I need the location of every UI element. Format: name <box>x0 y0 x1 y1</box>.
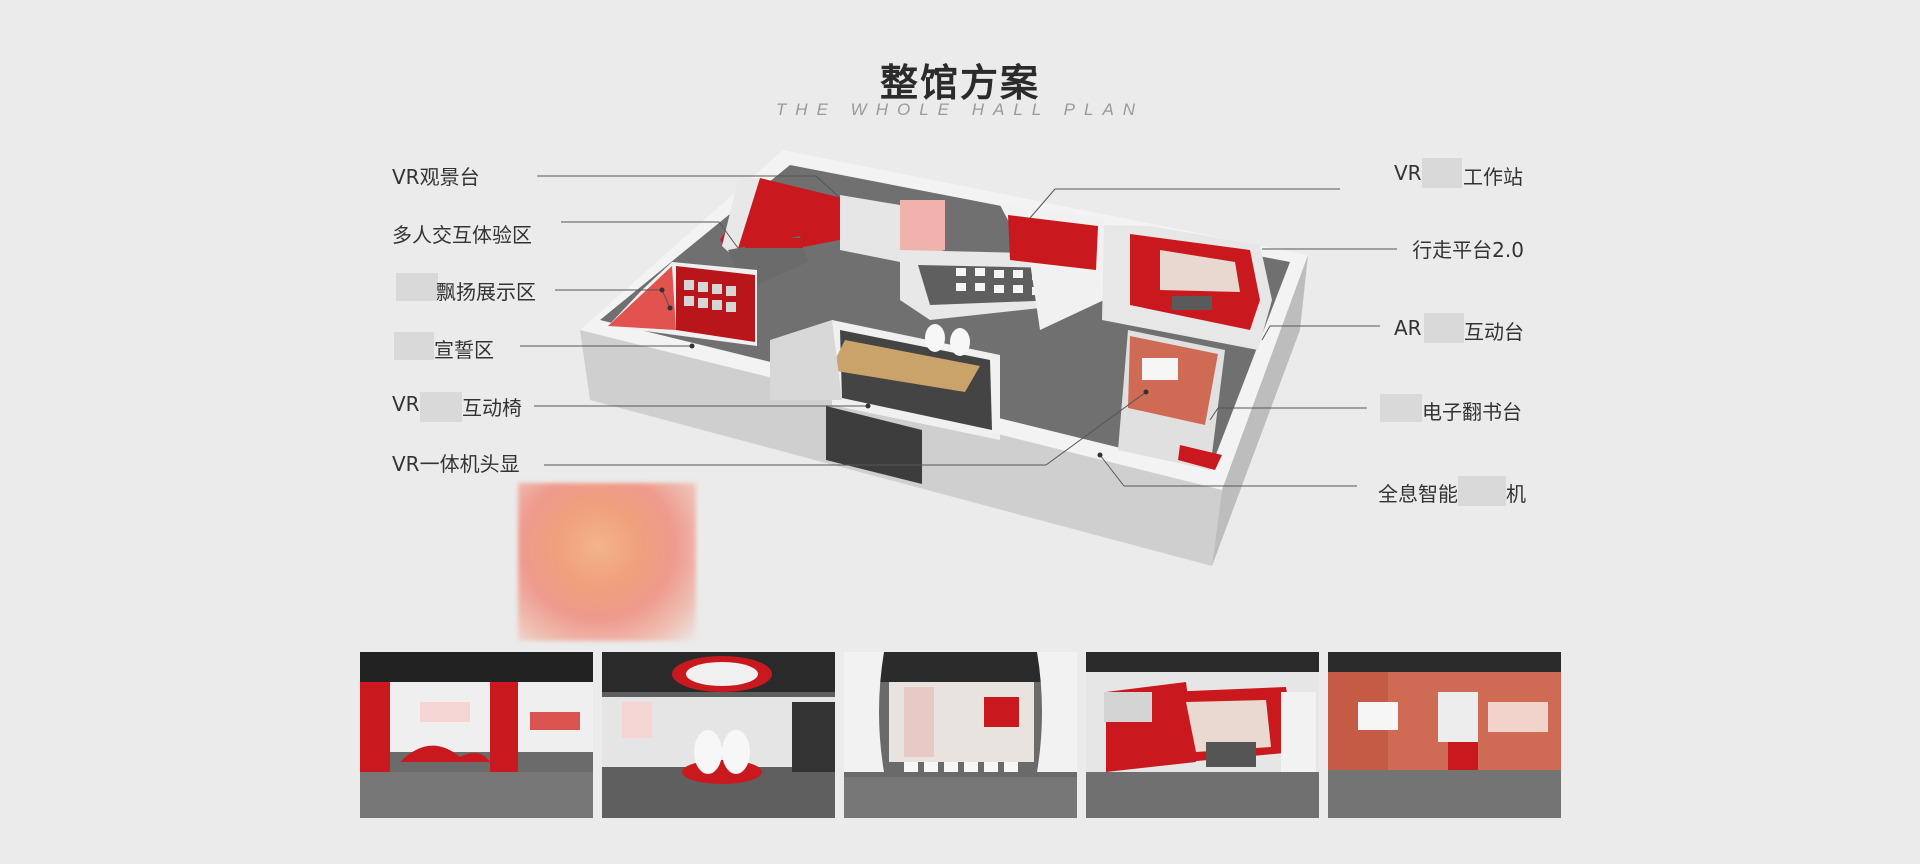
redacted-block <box>1458 476 1506 506</box>
label-vr-chair-prefix: VR <box>392 392 420 416</box>
label-ar-table-prefix: AR <box>1394 316 1422 340</box>
redacted-block <box>1422 158 1462 188</box>
label-hologram-prefix: 全息智能 <box>1378 482 1458 506</box>
thumbnail-walking-platform[interactable] <box>1086 652 1319 818</box>
redacted-block <box>396 273 438 301</box>
label-multi-user-zone: 多人交互体验区 <box>392 223 532 247</box>
redacted-block <box>1380 394 1422 422</box>
thumbnail-vr-chairs[interactable] <box>602 652 835 818</box>
base-right <box>1212 255 1308 566</box>
redacted-block <box>394 332 434 360</box>
wall-center-top <box>840 195 900 262</box>
label-oath-zone: 宣誓区 <box>434 338 494 362</box>
page-subtitle: THE WHOLE HALL PLAN <box>775 100 1145 119</box>
thumbnail-hall-wall[interactable] <box>360 652 593 818</box>
label-vr-station-prefix: VR <box>1394 161 1422 185</box>
blurred-logo <box>518 483 696 641</box>
label-walking-platform: 行走平台2.0 <box>1412 238 1524 262</box>
page-title: 整馆方案 <box>879 61 1040 105</box>
label-vr-station-suffix: 工作站 <box>1463 165 1523 189</box>
label-flag-zone: 飘扬展示区 <box>436 280 536 304</box>
label-vr-viewing-deck: VR观景台 <box>392 165 480 189</box>
thumbnail-book-station[interactable] <box>1328 652 1561 818</box>
label-vr-headset: VR一体机头显 <box>392 452 520 476</box>
label-ar-table-suffix: 互动台 <box>1464 320 1524 344</box>
thumbnail-strip <box>360 652 1561 818</box>
thumbnail-theater[interactable] <box>844 652 1077 818</box>
redacted-block <box>420 392 462 422</box>
label-vr-chair-suffix: 互动椅 <box>462 396 522 420</box>
label-ebook-table: 电子翻书台 <box>1422 400 1522 424</box>
label-hologram-suffix: 机 <box>1506 482 1526 506</box>
redacted-block <box>1424 313 1464 343</box>
